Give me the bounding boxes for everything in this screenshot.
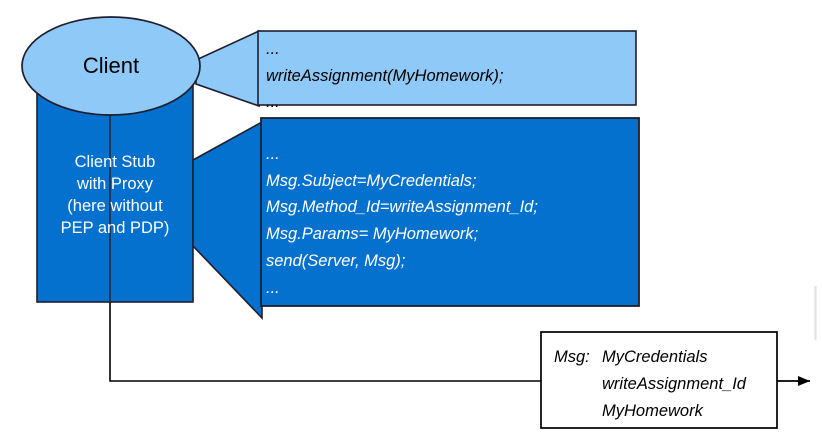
application-code-box	[257, 30, 637, 106]
application-code-text: ... writeAssignment(MyHomework); ...	[266, 40, 504, 112]
arrowhead-icon	[798, 376, 810, 386]
callout-tail-application	[195, 29, 260, 108]
stub-code-box	[260, 117, 640, 307]
message-box-label: Msg:	[554, 348, 590, 366]
stub-code-text: ... Msg.Subject=MyCredentials; Msg.Metho…	[266, 145, 538, 297]
message-flow-connector	[109, 302, 810, 386]
client-node-label: Client	[82, 53, 140, 78]
callout-tail-stub	[192, 120, 263, 320]
client-stub-label: Client Stub with Proxy (here without PEP…	[60, 153, 170, 237]
message-box-values: MyCredentials writeAssignment_Id MyHomew…	[602, 348, 746, 421]
client-ellipse	[21, 16, 201, 116]
message-box	[540, 331, 778, 429]
